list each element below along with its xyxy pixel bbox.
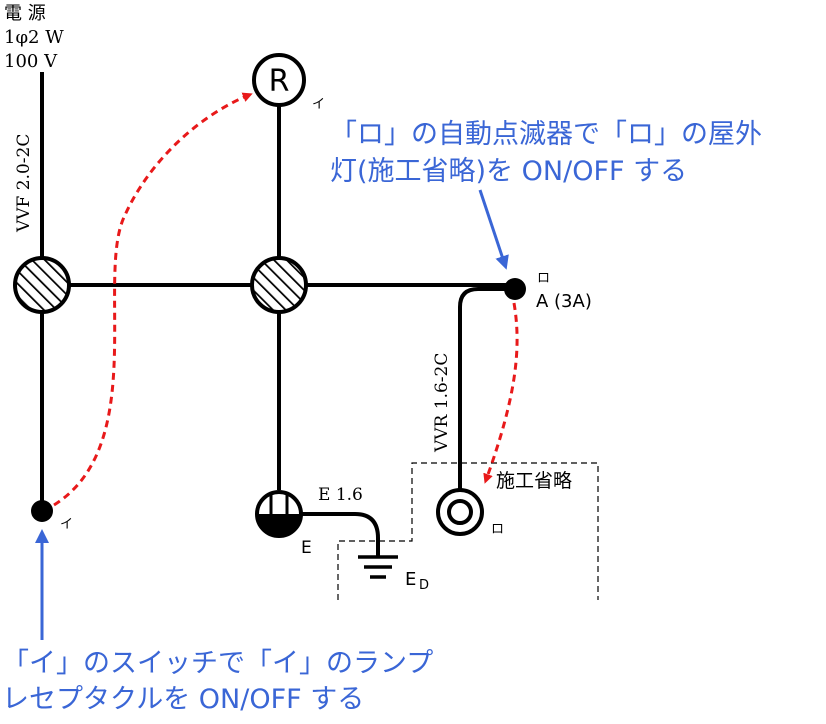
switch-label: イ — [60, 517, 73, 532]
auto-switch-ro: ロ A (3A) — [504, 271, 592, 312]
earth-electrode-label: E D — [405, 569, 429, 593]
lamp-receptacle: R イ — [252, 53, 325, 112]
top-annotation: 「ロ」の自動点滅器で「ロ」の屋外 灯(施工省略)を ON/OFF する — [330, 119, 762, 187]
junction-box-2 — [250, 256, 308, 314]
bottom-annotation-line1: 「イ」のスイッチで「イ」のランプ — [2, 648, 433, 679]
construction-omitted-boundary — [337, 462, 599, 600]
receptacle-symbol: R — [269, 64, 290, 99]
outdoor-light-label: ロ — [491, 522, 504, 537]
power-source-label: 電 源 1φ2 W 100 V — [4, 3, 64, 72]
grounded-outlet: E — [255, 490, 312, 558]
ground-wire-label: E 1.6 — [318, 485, 363, 505]
switch-i: イ — [31, 500, 73, 532]
top-annotation-line2: 灯(施工省略)を ON/OFF する — [330, 156, 687, 187]
earth-label-sub: D — [419, 578, 429, 593]
earth-label-main: E — [405, 569, 416, 590]
outdoor-cable-label: VVR 1.6-2C — [432, 353, 452, 453]
earth-electrode-icon — [358, 555, 398, 579]
top-annotation-arrow — [478, 189, 509, 270]
power-source-title: 電 源 — [4, 3, 46, 24]
outdoor-light: ロ — [436, 488, 504, 537]
junction-box-1 — [13, 256, 71, 314]
outlet-earth-mark: E — [301, 538, 312, 558]
wires — [40, 72, 514, 556]
bottom-annotation: 「イ」のスイッチで「イ」のランプ レセプタクルを ON/OFF する — [2, 648, 433, 715]
auto-switch-label: ロ — [537, 271, 550, 286]
top-annotation-line1: 「ロ」の自動点滅器で「ロ」の屋外 — [330, 119, 762, 150]
construction-omitted-label: 施工省略 — [496, 470, 572, 492]
bottom-annotation-line2: レセプタクルを ON/OFF する — [2, 684, 364, 715]
main-cable-label: VVF 2.0-2C — [14, 134, 34, 233]
switch-to-receptacle-arrow — [53, 92, 253, 507]
receptacle-label: イ — [312, 97, 325, 112]
power-source-phase: 1φ2 W — [4, 27, 64, 48]
auto-switch-rating: A (3A) — [536, 291, 592, 312]
autoswitch-to-light-arrow — [483, 302, 519, 484]
power-source-voltage: 100 V — [4, 51, 58, 72]
ground-wire — [300, 512, 380, 556]
wire-autoswitch-to-light — [458, 287, 514, 490]
